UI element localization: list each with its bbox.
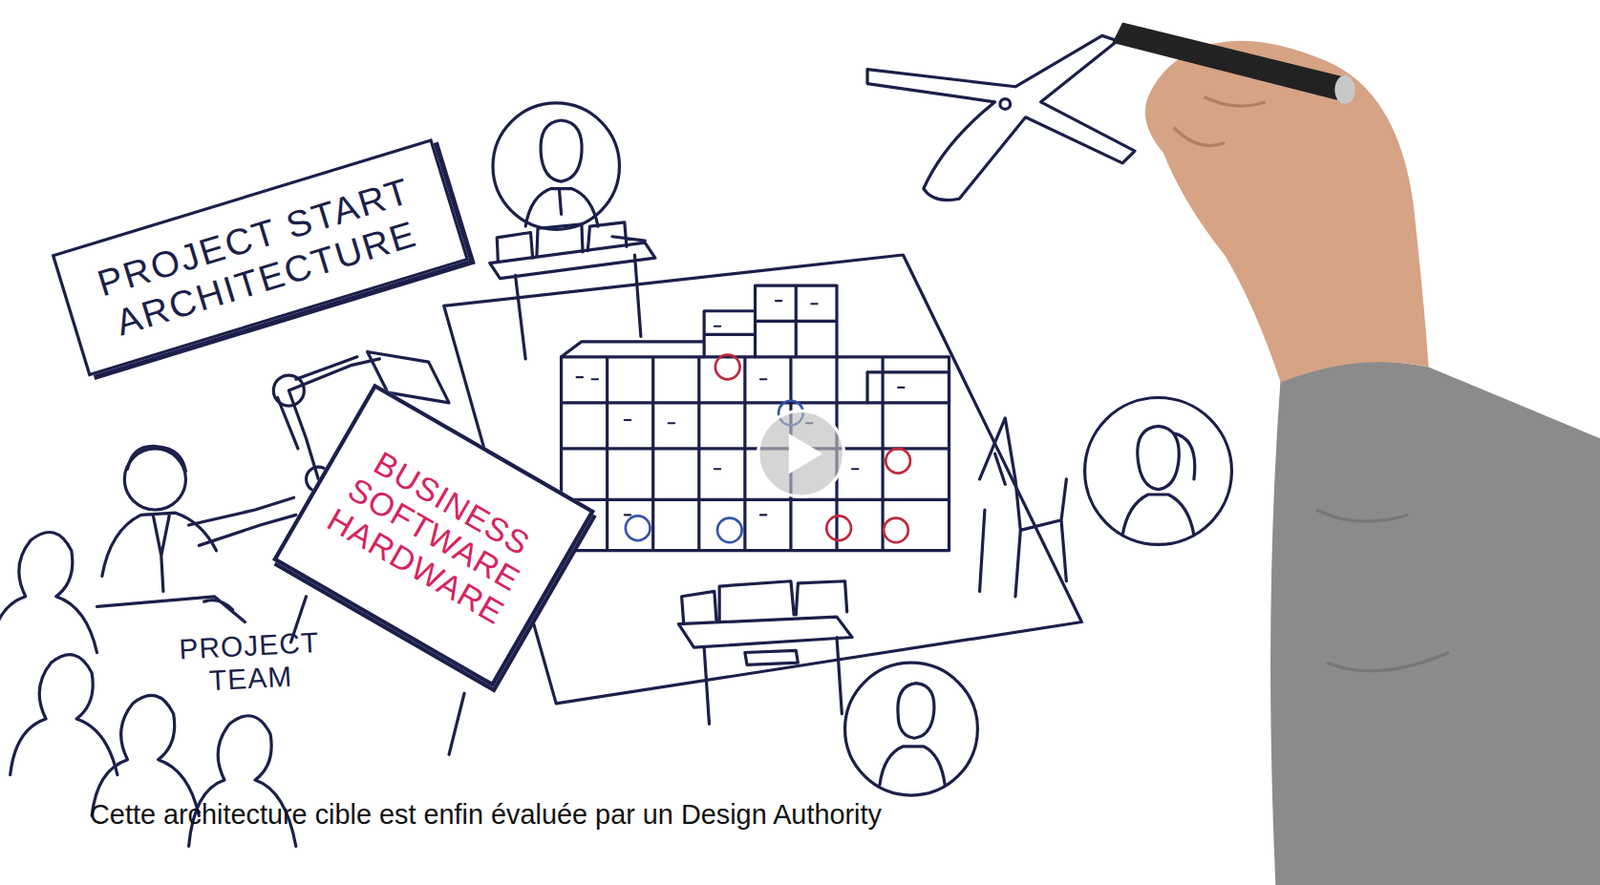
drawing-board: BUSINESS SOFTWARE HARDWARE	[272, 383, 596, 687]
person	[1122, 426, 1195, 535]
sketch	[0, 35, 1232, 847]
airplane	[867, 35, 1135, 200]
audience-silhouette	[10, 655, 118, 776]
person-circle	[492, 103, 619, 230]
play-triangle	[789, 433, 823, 475]
desk	[678, 617, 853, 725]
block-dots	[576, 300, 905, 515]
knuckle-line	[1173, 96, 1266, 146]
presenter-body	[102, 512, 217, 592]
block-icon	[885, 448, 911, 474]
marker-cap	[1334, 75, 1355, 105]
chair	[980, 418, 1067, 598]
node-text: PROJECT START ARCHITECTURE	[68, 161, 453, 352]
keyboard	[745, 650, 799, 665]
person	[879, 683, 945, 787]
block-icon	[715, 355, 741, 381]
hand	[1145, 41, 1430, 384]
block-icon	[826, 515, 852, 541]
presenter-arm	[189, 497, 297, 546]
presenter-hair	[128, 446, 187, 471]
block-tower	[561, 285, 950, 404]
sleeve-fold	[1316, 510, 1450, 672]
sign-box: PROJECT START ARCHITECTURE	[51, 137, 470, 376]
block-icon	[625, 515, 651, 541]
person-circle	[845, 662, 979, 796]
person-circle	[1085, 398, 1233, 546]
marker	[1111, 21, 1347, 100]
presenter-head	[124, 448, 186, 511]
block-icon	[717, 518, 743, 544]
block-icon	[883, 518, 909, 544]
play-button	[758, 410, 845, 497]
block-icons	[625, 355, 911, 544]
audience-silhouette	[0, 532, 97, 653]
monitor	[682, 581, 848, 625]
person	[525, 120, 598, 227]
group-label: PROJECT TEAM	[161, 625, 339, 701]
node-text: BUSINESS SOFTWARE HARDWARE	[306, 431, 560, 640]
subtitle-caption: Cette architecture cible est enfin évalu…	[89, 799, 882, 832]
sleeve	[1270, 361, 1600, 885]
airplane-hub	[1000, 99, 1011, 110]
audience-silhouette	[91, 695, 199, 816]
lectern	[96, 597, 245, 623]
block-grid	[561, 357, 950, 552]
